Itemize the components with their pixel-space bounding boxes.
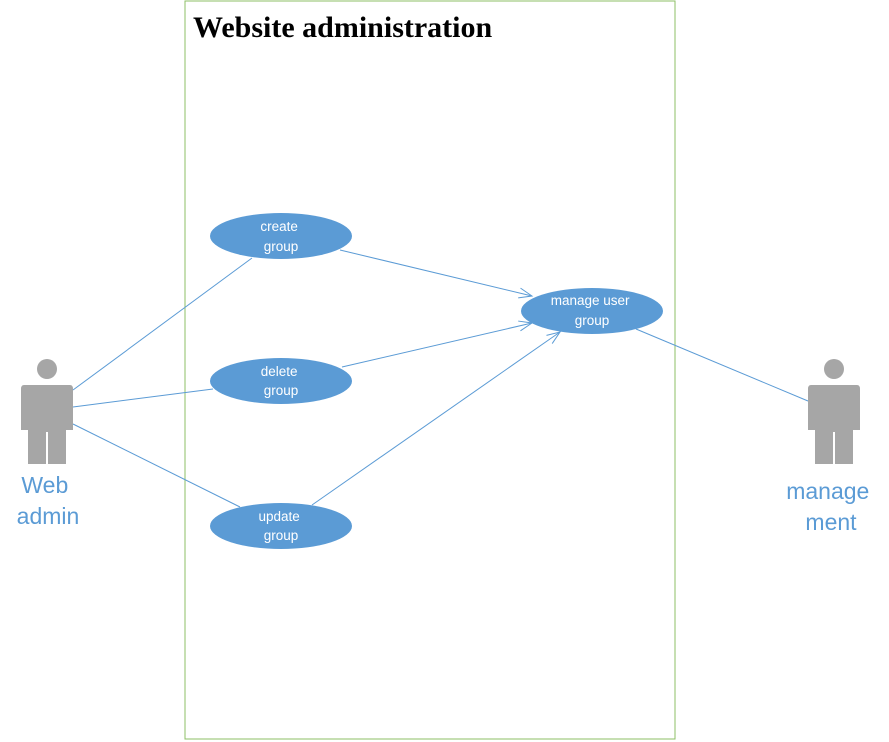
association-webadmin-delete (72, 388, 214, 408)
svg-text:manage ment: manage ment (786, 478, 876, 535)
use-case-manage-user-group[interactable]: manage user group (521, 288, 663, 334)
use-case-label: manage user (551, 293, 630, 308)
actor-label: ment (805, 509, 857, 535)
use-case-delete-group[interactable]: delete group (210, 358, 352, 404)
actor-management[interactable]: manage ment (786, 359, 876, 535)
use-case-ellipse (521, 288, 663, 334)
system-boundary (184, 0, 676, 740)
association-manage-management (635, 328, 809, 402)
svg-text:update group: update group (258, 509, 303, 543)
use-case-label: group (264, 383, 299, 398)
generalization-create-manage (339, 249, 534, 299)
use-case-label: create (260, 219, 298, 234)
person-icon (21, 359, 73, 464)
svg-text:manage user group: manage user group (551, 293, 634, 328)
use-case-label: group (575, 313, 610, 328)
person-icon (808, 359, 860, 464)
use-case-label: group (264, 528, 299, 543)
svg-text:delete group: delete group (261, 364, 302, 398)
association-webadmin-update (72, 423, 241, 508)
use-case-ellipse (210, 213, 352, 259)
generalization-update-manage (311, 331, 562, 506)
use-case-ellipse (210, 503, 352, 549)
association-webadmin-create (72, 257, 253, 391)
use-case-update-group[interactable]: update group (210, 503, 352, 549)
actor-web-admin[interactable]: Web admin (17, 359, 80, 529)
use-case-label: delete (261, 364, 298, 379)
use-case-create-group[interactable]: create group (210, 213, 352, 259)
svg-text:Web admin: Web admin (17, 472, 80, 529)
use-case-label: group (264, 239, 299, 254)
system-title: Website administration (193, 11, 492, 44)
svg-text:create group: create group (260, 219, 301, 254)
use-case-ellipse (210, 358, 352, 404)
use-case-label: update (258, 509, 299, 524)
actor-label: admin (17, 503, 80, 529)
actor-label: manage (786, 478, 869, 504)
actor-label: Web (21, 472, 68, 498)
generalization-delete-manage (341, 320, 534, 368)
